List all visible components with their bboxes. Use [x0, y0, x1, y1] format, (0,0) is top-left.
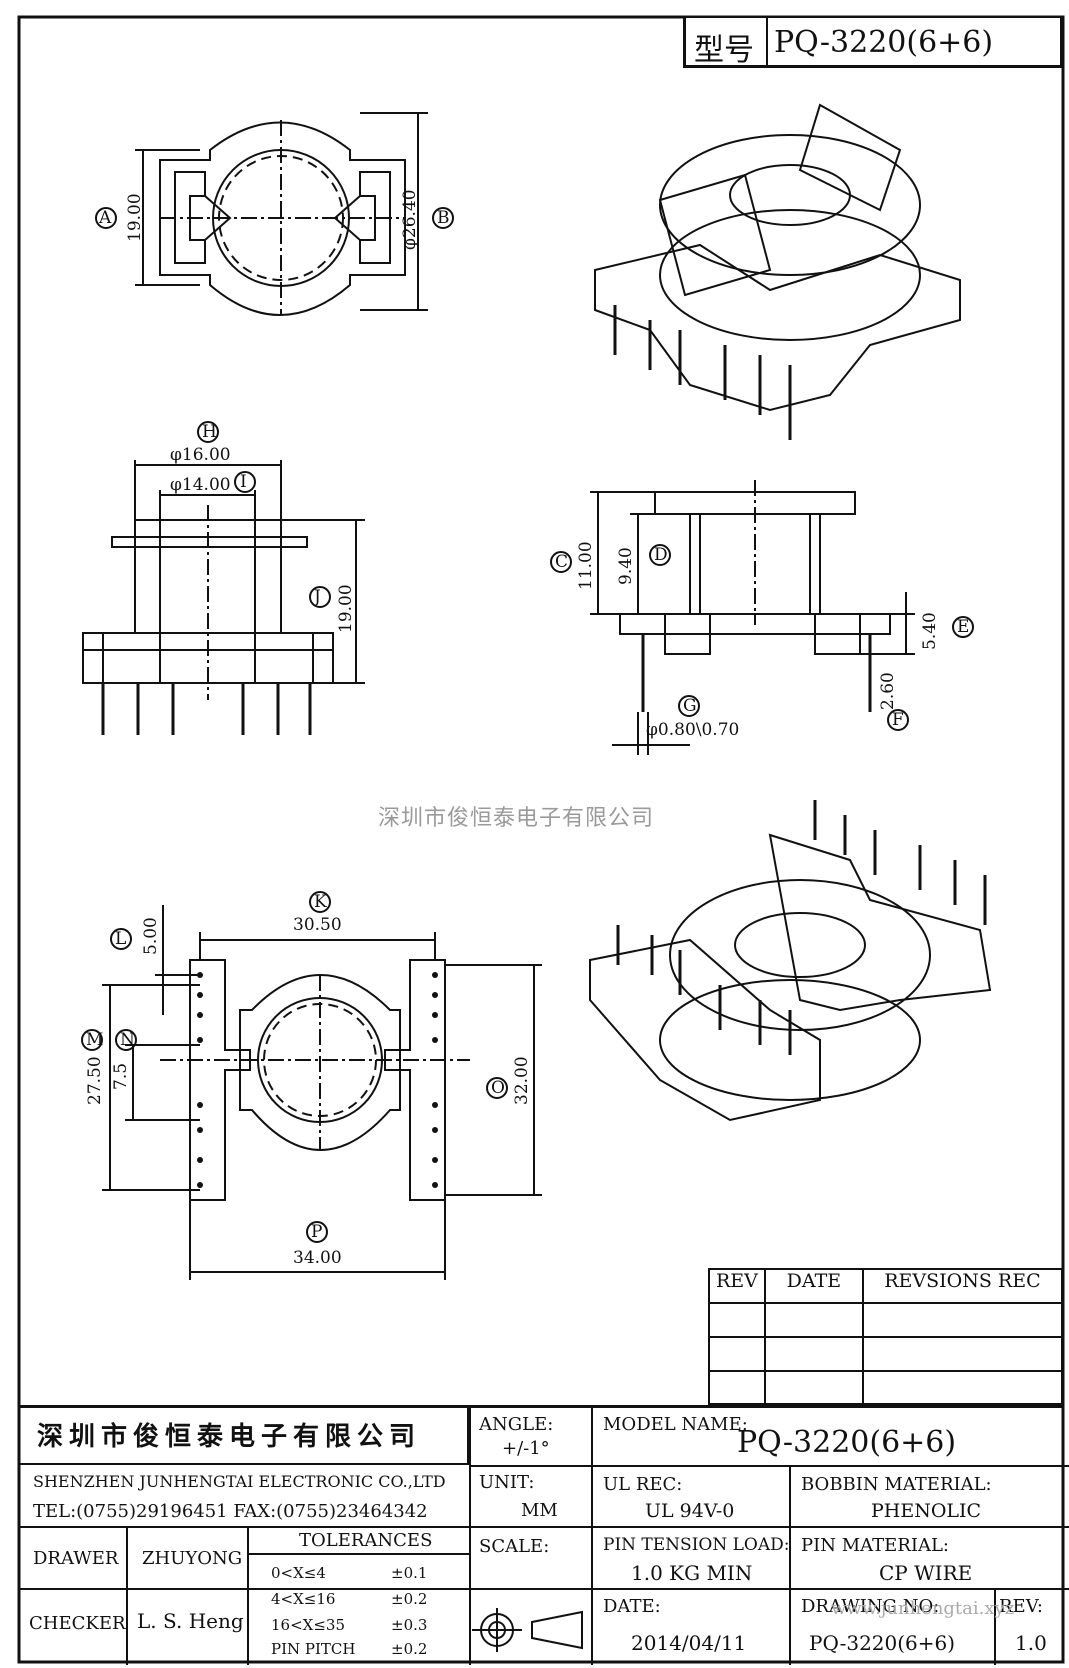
- iso-view-top: [594, 103, 961, 440]
- title-model: PQ-3220(6+6): [774, 25, 994, 60]
- dim-value-f: 2.60: [878, 672, 898, 710]
- dim-label-h: H: [202, 422, 217, 442]
- tolerance-range: 4<X≤16: [271, 1590, 336, 1608]
- iso-view-bottom: [589, 800, 992, 1122]
- dim-label-f: F: [892, 710, 904, 730]
- tolerance-range: 16<X≤35: [271, 1616, 345, 1634]
- dim-value-d: 9.40: [616, 547, 636, 585]
- drawing-no-value: PQ-3220(6+6): [809, 1631, 956, 1655]
- ul-rec-value: UL 94V-0: [645, 1500, 735, 1522]
- rev-header-rec: REVSIONS REC: [861, 1268, 1064, 1304]
- bottom-view: [81, 891, 542, 1280]
- company-name-cn: 深圳市俊恒泰电子有限公司: [37, 1422, 422, 1452]
- dim-value-a: 19.00: [125, 193, 145, 242]
- bobbin-material-value: PHENOLIC: [871, 1500, 982, 1522]
- tolerance-range: 0<X≤4: [271, 1564, 326, 1582]
- dim-label-i: I: [240, 472, 247, 492]
- dim-label-c: C: [555, 552, 569, 572]
- dim-value-b: φ26.40: [400, 189, 420, 250]
- rev-header-date: DATE: [763, 1268, 864, 1304]
- dim-value-p: 34.00: [293, 1248, 342, 1268]
- dim-label-n: N: [120, 1030, 135, 1050]
- title-label: 型号: [694, 33, 754, 68]
- drawer-name: ZHUYONG: [142, 1548, 243, 1569]
- ul-rec-label: UL REC:: [603, 1474, 683, 1495]
- dim-value-e: 5.40: [920, 612, 940, 650]
- tolerance-value: ±0.2: [391, 1640, 428, 1658]
- dim-value-m: 27.50: [85, 1056, 105, 1105]
- front-view: [82, 421, 365, 735]
- revisions-table: REV DATE REVSIONS REC: [708, 1268, 1064, 1405]
- dim-label-p: P: [311, 1222, 323, 1242]
- tolerance-value: ±0.1: [391, 1564, 428, 1582]
- unit-value: MM: [521, 1500, 558, 1521]
- drawing-no-label: DRAWING NO:: [801, 1596, 940, 1617]
- dim-value-n: 7.5: [111, 1062, 131, 1090]
- tolerance-range: PIN PITCH: [271, 1640, 356, 1658]
- pin-tension-value: 1.0 KG MIN: [631, 1561, 753, 1585]
- title-block: 深圳市俊恒泰电子有限公司 SHENZHEN JUNHENGTAI ELECTRO…: [19, 1405, 1069, 1665]
- dim-label-g: G: [683, 696, 697, 716]
- date-value: 2014/04/11: [631, 1631, 747, 1655]
- dim-value-o: 32.00: [512, 1056, 532, 1105]
- dim-label-k: K: [314, 892, 327, 912]
- angle-value: +/-1°: [502, 1438, 550, 1459]
- side-view: [550, 480, 974, 755]
- company-contact: TEL:(0755)29196451 FAX:(0755)23464342: [33, 1501, 428, 1522]
- dim-value-i: φ14.00: [170, 475, 231, 495]
- dim-value-c: 11.00: [576, 541, 596, 590]
- dim-label-l: L: [115, 929, 127, 949]
- rev-label: REV:: [999, 1596, 1043, 1617]
- dim-label-o: O: [491, 1078, 505, 1098]
- pin-material-value: CP WIRE: [879, 1561, 973, 1585]
- watermark: 深圳市俊恒泰电子有限公司: [378, 806, 655, 831]
- rev-header-rev: REV: [708, 1268, 766, 1304]
- dim-value-l: 5.00: [141, 917, 161, 955]
- checker-label: CHECKER: [29, 1613, 126, 1634]
- dim-value-j: 19.00: [336, 584, 356, 633]
- title-box: 型号 PQ-3220(6+6): [683, 18, 1063, 68]
- dim-label-d: D: [654, 545, 668, 565]
- date-label: DATE:: [603, 1596, 661, 1617]
- top-view: [95, 112, 454, 316]
- bobbin-material-label: BOBBIN MATERIAL:: [801, 1474, 992, 1495]
- model-name-value: PQ-3220(6+6): [737, 1425, 957, 1460]
- checker-name: L. S. Heng: [137, 1609, 244, 1633]
- revision-row: [708, 1370, 1064, 1405]
- drawer-label: DRAWER: [33, 1548, 119, 1569]
- projection-symbol: [472, 1608, 583, 1652]
- pin-tension-label: PIN TENSION LOAD:: [603, 1535, 790, 1555]
- rev-value: 1.0: [1015, 1631, 1047, 1655]
- tolerance-value: ±0.3: [391, 1616, 428, 1634]
- model-name-label: MODEL NAME:: [603, 1414, 748, 1435]
- dim-label-e: E: [957, 617, 970, 637]
- angle-label: ANGLE:: [479, 1414, 554, 1435]
- revision-row: [708, 1302, 1064, 1338]
- scale-label: SCALE:: [479, 1536, 550, 1557]
- dim-label-a: A: [99, 208, 112, 228]
- dim-value-k: 30.50: [293, 915, 342, 935]
- dim-label-m: M: [86, 1030, 104, 1050]
- dim-label-b: B: [437, 208, 450, 228]
- revision-row: [708, 1336, 1064, 1372]
- pin-material-label: PIN MATERIAL:: [801, 1535, 949, 1556]
- dim-label-j: J: [314, 587, 321, 607]
- title-divider: [766, 18, 768, 66]
- unit-label: UNIT:: [479, 1472, 535, 1493]
- dim-value-g: φ0.80\0.70: [646, 720, 740, 740]
- watermark-url: www.junhengtai.xyz: [831, 1598, 1015, 1619]
- dim-value-h: φ16.00: [170, 445, 231, 465]
- company-name-en: SHENZHEN JUNHENGTAI ELECTRONIC CO.,LTD: [33, 1472, 446, 1491]
- tolerances-label: TOLERANCES: [299, 1530, 433, 1551]
- tolerance-value: ±0.2: [391, 1590, 428, 1608]
